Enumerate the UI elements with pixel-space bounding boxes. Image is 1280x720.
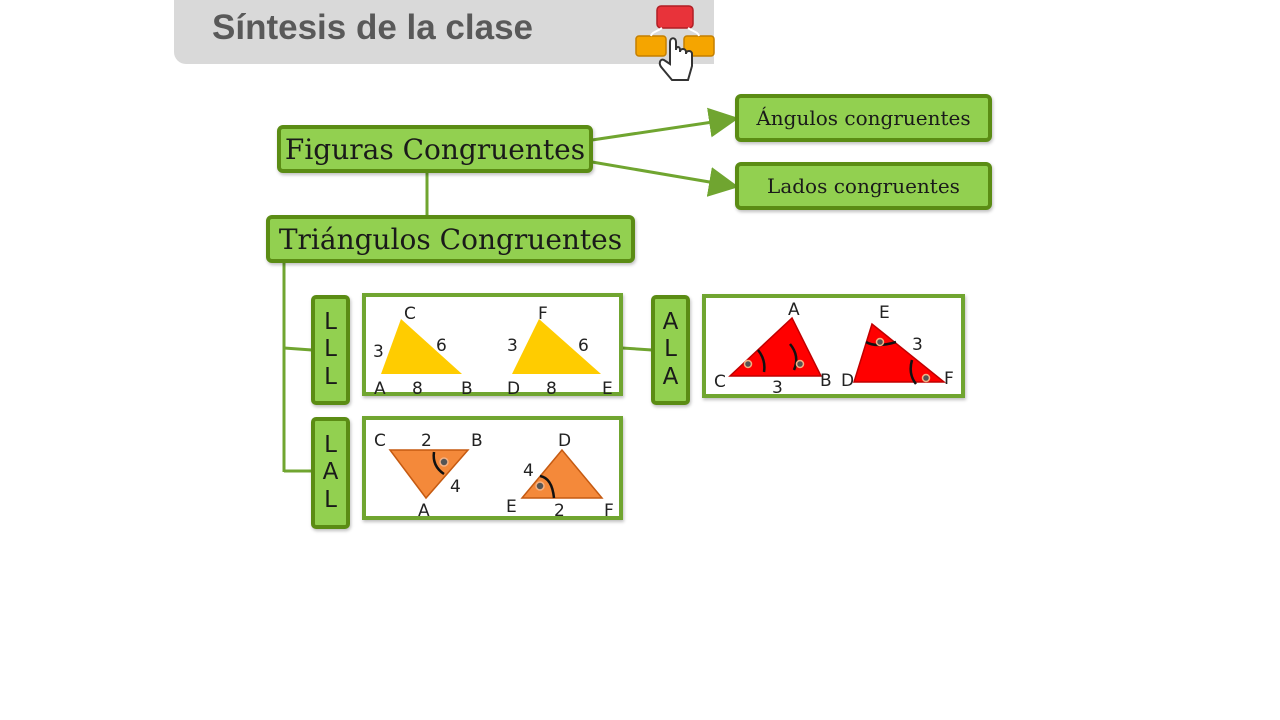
angulos-congruentes-node: Ángulos congruentes <box>735 94 992 142</box>
lll-letter-3: L <box>324 363 337 390</box>
ala-t2-side-right: 3 <box>912 335 923 355</box>
ala-triangles-panel: A C B 3 E D F 3 <box>702 294 965 398</box>
lal-t1-top-left: C <box>374 431 386 451</box>
lal-letter-1: L <box>324 431 337 458</box>
lll-triangles-panel: C A B 3 6 8 F D E 3 6 8 <box>362 293 623 399</box>
lll-letter-2: L <box>324 336 337 363</box>
lal-t1-bottom: A <box>418 501 430 521</box>
lal-t1-side-right: 4 <box>450 477 461 497</box>
ala-t1-side-bottom: 3 <box>772 378 783 398</box>
lll-t1-side-right: 6 <box>436 336 447 356</box>
lal-triangles-panel: C B A 2 4 D E F 4 2 <box>362 416 623 521</box>
lal-letter-2: A <box>322 459 339 486</box>
lal-t2-right: F <box>604 501 614 521</box>
ala-triangle-1 <box>728 316 823 377</box>
lll-t2-right: E <box>602 379 613 399</box>
ala-criterion-node: A L A <box>651 295 690 405</box>
lal-t1-top-right: B <box>471 431 483 451</box>
lal-t2-left: E <box>506 497 517 517</box>
page-title: Síntesis de la clase <box>212 8 534 47</box>
ala-t1-left: C <box>714 372 726 392</box>
lll-t2-side-bottom: 8 <box>546 379 557 399</box>
lll-t2-side-right: 6 <box>578 336 589 356</box>
lll-t1-top: C <box>404 304 416 324</box>
ala-t1-top: A <box>788 300 800 320</box>
lll-t2-left: D <box>507 379 520 399</box>
lll-triangle-1 <box>381 319 462 374</box>
lal-t1-side-top: 2 <box>421 431 432 451</box>
header-bar <box>174 0 714 64</box>
lal-t2-top: D <box>558 431 571 451</box>
lll-criterion-node: L L L <box>311 295 350 405</box>
ala-t2-left: D <box>841 371 854 391</box>
ala-letter-1: A <box>662 308 679 335</box>
lll-t1-left: A <box>374 379 386 399</box>
triangulos-congruentes-node: Triángulos Congruentes <box>266 215 635 263</box>
lll-triangle-2 <box>512 319 601 374</box>
lal-criterion-node: L A L <box>311 417 350 529</box>
ala-t2-top: E <box>879 303 890 323</box>
concept-map-click-icon <box>635 5 715 81</box>
lll-t2-side-left: 3 <box>507 336 518 356</box>
ala-t2-right: F <box>944 369 954 389</box>
lll-letter-1: L <box>324 308 337 335</box>
lados-congruentes-node: Lados congruentes <box>735 162 992 210</box>
lal-t2-side-left: 4 <box>523 461 534 481</box>
lll-t1-side-bottom: 8 <box>412 379 423 399</box>
lll-t1-right: B <box>461 379 473 399</box>
figuras-congruentes-node: Figuras Congruentes <box>277 125 593 173</box>
lal-letter-3: L <box>324 486 337 513</box>
ala-letter-2: L <box>664 336 677 363</box>
lal-triangle-2 <box>520 448 604 499</box>
ala-triangle-2 <box>852 322 947 383</box>
lll-t2-top: F <box>538 304 548 324</box>
ala-letter-3: A <box>662 363 679 390</box>
lll-t1-side-left: 3 <box>373 342 384 362</box>
ala-t1-right: B <box>820 371 832 391</box>
lal-t2-side-bottom: 2 <box>554 501 565 521</box>
